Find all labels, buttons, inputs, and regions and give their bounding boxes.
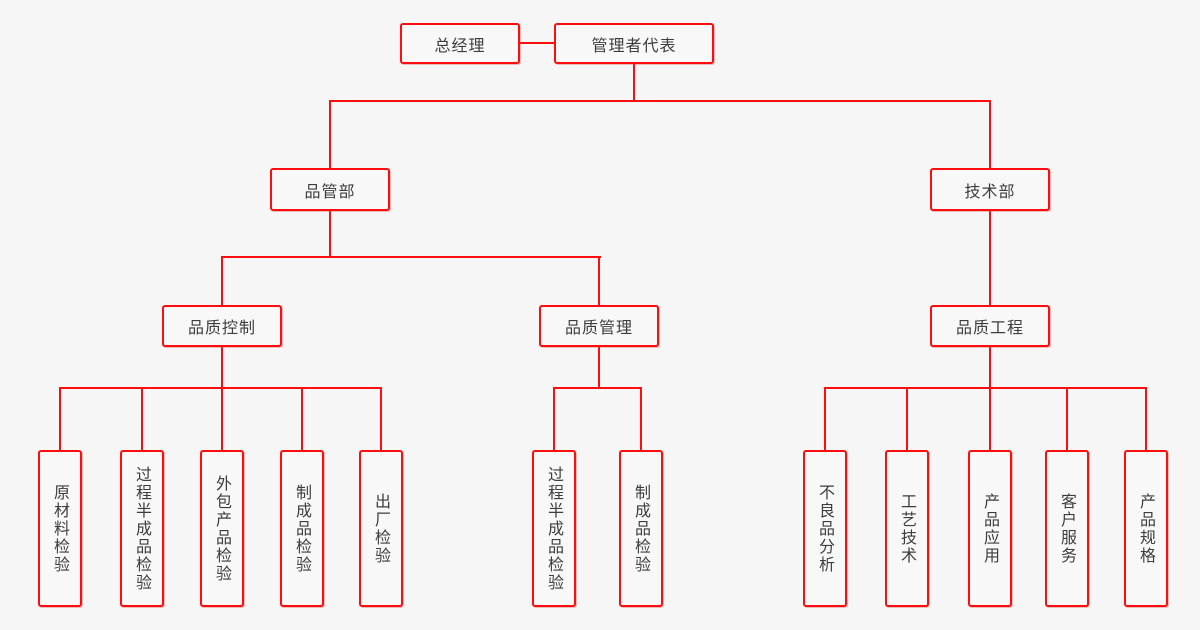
node-quality-control: 品质控制 [162,305,282,347]
node-label: 产品规格 [1137,492,1156,565]
node-label: 总经理 [434,35,486,55]
node-label: 品管部 [304,181,356,201]
node-outsourced-product-inspection: 外包产品检验 [200,450,244,607]
connector-line [598,347,600,388]
node-label: 技术部 [964,181,1016,201]
node-product-specification: 产品规格 [1124,450,1168,607]
node-finished-product-inspection: 制成品检验 [619,450,663,607]
node-label: 品质控制 [187,318,256,337]
node-label: 产品应用 [981,492,1000,565]
connector-line [824,387,826,450]
node-label: 品质管理 [564,318,633,337]
connector-line [329,211,331,258]
connector-line [640,387,642,450]
connector-line [141,387,143,450]
node-product-application: 产品应用 [968,450,1012,607]
node-label: 制成品检验 [293,483,312,574]
node-label: 原材料检验 [51,483,70,574]
connector-line [906,387,908,450]
node-quality-management: 品质管理 [539,305,659,347]
node-defective-product-analysis: 不良品分析 [803,450,847,607]
node-label: 过程半成品检验 [545,465,564,592]
connector-line [1066,387,1068,450]
node-quality-dept: 品管部 [270,168,390,211]
connector-line [553,387,642,389]
node-finished-product-inspection: 制成品检验 [280,450,324,607]
connector-line [520,42,554,44]
node-label: 工艺技术 [898,492,917,565]
node-label: 管理者代表 [591,35,677,55]
connector-line [221,347,223,388]
node-label: 不良品分析 [816,483,835,574]
connector-line [59,387,382,389]
node-general-manager: 总经理 [400,23,520,64]
node-quality-engineering: 品质工程 [930,305,1050,347]
node-label: 出厂检验 [372,492,391,565]
node-process-semifinished-inspection: 过程半成品检验 [532,450,576,607]
node-label: 客户服务 [1058,492,1077,565]
connector-line [59,387,61,450]
connector-line [989,100,991,168]
connector-line [329,100,991,102]
connector-line [221,256,601,258]
connector-line [598,256,600,305]
node-label: 品质工程 [955,318,1024,337]
connector-line [301,387,303,450]
connector-line [989,211,991,305]
node-customer-service: 客户服务 [1045,450,1089,607]
connector-line [989,387,991,450]
node-management-representative: 管理者代表 [554,23,714,64]
node-label: 外包产品检验 [213,474,232,583]
node-technology-dept: 技术部 [930,168,1050,211]
node-outgoing-inspection: 出厂检验 [359,450,403,607]
node-raw-material-inspection: 原材料检验 [38,450,82,607]
node-label: 制成品检验 [632,483,651,574]
node-process-semifinished-inspection: 过程半成品检验 [120,450,164,607]
node-process-technology: 工艺技术 [885,450,929,607]
connector-line [633,64,635,102]
connector-line [221,256,223,305]
connector-line [989,347,991,388]
node-label: 过程半成品检验 [133,465,152,592]
connector-line [824,387,1147,389]
connector-line [553,387,555,450]
connector-line [380,387,382,450]
connector-line [329,100,331,168]
connector-line [221,387,223,450]
connector-line [1145,387,1147,450]
